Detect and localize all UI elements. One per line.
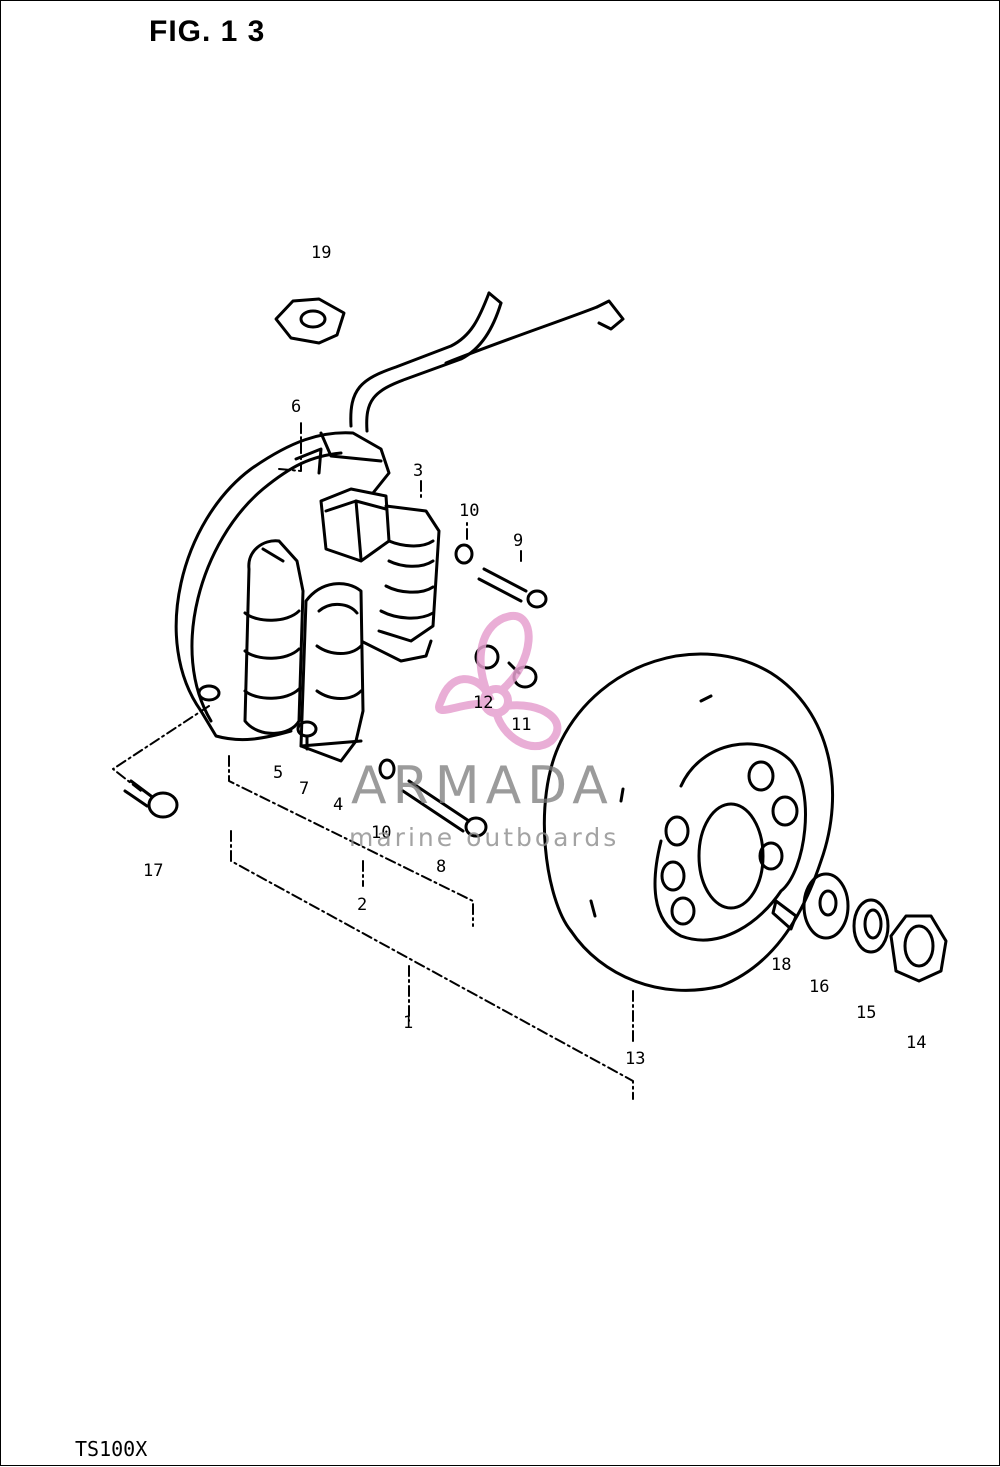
nut-part-14 — [889, 914, 948, 983]
callout-15: 15 — [856, 1003, 877, 1023]
callout-16: 16 — [809, 977, 830, 997]
callout-3: 3 — [413, 461, 424, 481]
watermark-tagline: marine outboards — [349, 823, 620, 852]
ignition-coil-part-5 — [243, 539, 305, 735]
callout-14: 14 — [906, 1033, 927, 1053]
lock-washer-part-15 — [852, 898, 890, 954]
screw-part-11-12 — [474, 644, 538, 689]
callout-13: 13 — [625, 1049, 646, 1069]
pickup-coil-part-6 — [319, 487, 391, 563]
figure-title: FIG. 1 3 — [149, 15, 266, 48]
woodruff-key-part-18 — [771, 899, 798, 931]
screw-part-7 — [296, 720, 318, 751]
grommet-part-19 — [274, 297, 346, 345]
charging-coil-part-3 — [359, 504, 441, 663]
lighting-coil-part-4 — [299, 582, 365, 763]
callout-2: 2 — [357, 895, 368, 915]
callout-6: 6 — [291, 397, 302, 417]
callout-19: 19 — [311, 243, 332, 263]
callout-18: 18 — [771, 955, 792, 975]
callout-9: 9 — [513, 531, 524, 551]
model-code: TS100X — [75, 1437, 148, 1461]
screw-part-8 — [378, 758, 488, 838]
watermark-brand: ARMADA — [351, 756, 614, 816]
callout-1: 1 — [403, 1013, 414, 1033]
callout-8: 8 — [436, 857, 447, 877]
washer-part-16 — [802, 872, 850, 940]
leader-lines — [112, 420, 634, 1100]
callout-4: 4 — [333, 795, 344, 815]
screw-part-9 — [454, 543, 548, 609]
callout-11: 11 — [511, 715, 532, 735]
wire-harness — [349, 291, 625, 433]
callout-10-bottom: 10 — [371, 823, 392, 843]
screw-part-17 — [123, 779, 179, 819]
callout-17: 17 — [143, 861, 164, 881]
callout-12: 12 — [473, 693, 494, 713]
stator-base-plate — [174, 431, 391, 742]
watermark-logo — [435, 611, 562, 751]
flywheel-rotor-part-13 — [542, 652, 835, 992]
callout-7: 7 — [299, 779, 310, 799]
callout-5: 5 — [273, 763, 284, 783]
callout-10-top: 10 — [459, 501, 480, 521]
